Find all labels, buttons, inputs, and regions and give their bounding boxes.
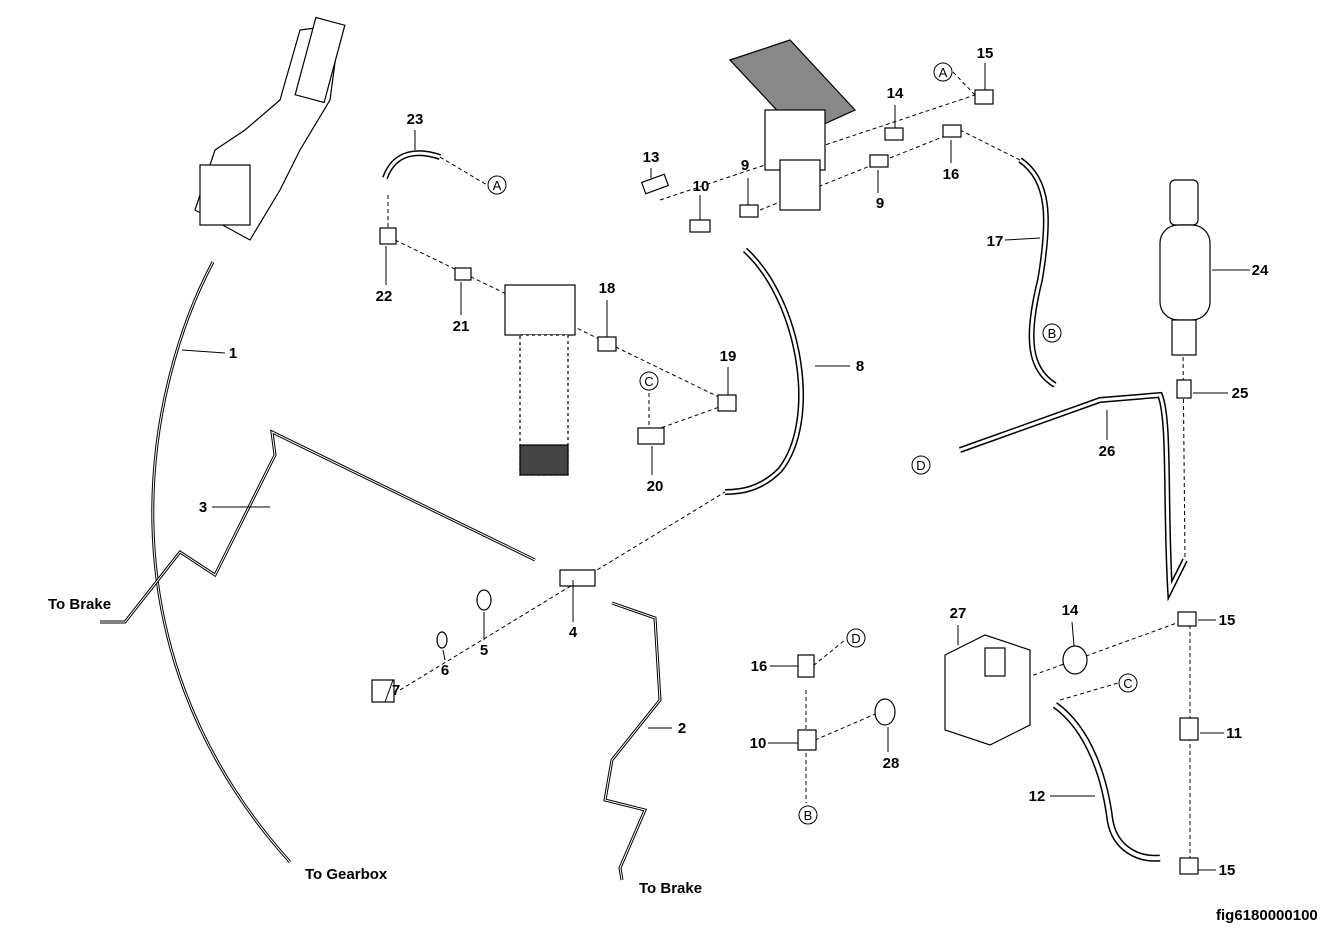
part-10 [689,219,711,233]
callout-25: 25 [1232,385,1249,402]
filter-assembly [504,284,576,476]
valve-block-27 [944,634,1031,746]
note-to-brake-right: To Brake [639,880,702,897]
part-22 [379,227,397,245]
tube-3 [100,429,536,624]
callout-14: 14 [887,85,904,102]
part-18 [597,336,617,352]
reference-A: A [487,175,507,195]
part-25 [1176,379,1192,399]
leader-line [1004,237,1041,241]
callout-26: 26 [1099,443,1116,460]
callout-4: 4 [569,624,578,641]
callout-28: 28 [883,755,900,772]
callout-21: 21 [453,318,470,335]
part-9b [869,154,889,168]
reference-letter: B [1048,326,1057,341]
part-21 [454,267,472,281]
figure-id: fig6180000100 [1216,907,1318,924]
callout-23: 23 [407,111,424,128]
reference-D: D [911,455,931,475]
reference-letter: B [804,808,813,823]
callout-11: 11 [1226,725,1242,742]
brake-pedal-valve [728,39,857,211]
callout-27: 27 [950,605,967,622]
part-14b [1062,645,1088,675]
hand-brake-valve [194,16,346,241]
reference-A: A [933,62,953,82]
reference-B: B [798,805,818,825]
reference-B: B [1042,323,1062,343]
part-9 [739,204,759,218]
callout-10: 10 [693,178,710,195]
hose-17 [1018,157,1057,388]
part-6 [436,631,448,649]
reference-letter: C [1123,676,1132,691]
part-13 [640,173,670,195]
part-15b [1177,611,1197,627]
callout-9: 9 [741,157,749,174]
reference-C: C [639,371,659,391]
callout-5: 5 [480,642,488,659]
part-4 [559,569,596,587]
callout-3: 3 [199,499,207,516]
callout-12: 12 [1029,788,1046,805]
callout-1: 1 [229,345,237,362]
part-14 [884,127,904,141]
part-15c [1179,857,1199,875]
note-to-gearbox: To Gearbox [305,866,388,883]
leader-line [384,679,394,703]
reference-letter: A [939,65,948,80]
reference-letter: D [851,631,860,646]
callout-6: 6 [441,662,449,679]
callout-17: 17 [987,233,1004,250]
callout-19: 19 [720,348,737,365]
leader-line [442,649,446,661]
callout-15: 15 [1219,612,1236,629]
callout-8: 8 [856,358,864,375]
part-7 [371,679,395,703]
reference-C: C [1118,673,1138,693]
callout-2: 2 [678,720,686,737]
part-5 [476,589,492,611]
accumulator-24 [1159,179,1211,356]
callout-14: 14 [1062,602,1079,619]
reference-letter: A [493,178,502,193]
part-16b [797,654,815,678]
note-to-brake-left: To Brake [48,596,111,613]
leader-line [181,349,226,354]
callout-22: 22 [376,288,393,305]
reference-D: D [846,628,866,648]
part-11 [1179,717,1199,741]
part-28 [874,698,896,726]
part-10b [797,729,817,751]
part-20 [637,427,665,445]
callout-10: 10 [750,735,767,752]
callout-16: 16 [751,658,768,675]
reference-letter: C [644,374,653,389]
callout-16: 16 [943,166,960,183]
callout-13: 13 [643,149,660,166]
callout-20: 20 [647,478,664,495]
callout-24: 24 [1252,262,1269,279]
reference-letter: D [916,458,925,473]
part-15 [974,89,994,105]
callout-18: 18 [599,280,616,297]
leader-line [1071,621,1075,647]
part-19 [717,394,737,412]
callout-9: 9 [876,195,884,212]
callout-15: 15 [1219,862,1236,879]
callout-15: 15 [977,45,994,62]
callout-7: 7 [392,682,400,699]
part-16 [942,124,962,138]
hose-12 [1052,702,1161,862]
hose-26 [958,391,1188,602]
